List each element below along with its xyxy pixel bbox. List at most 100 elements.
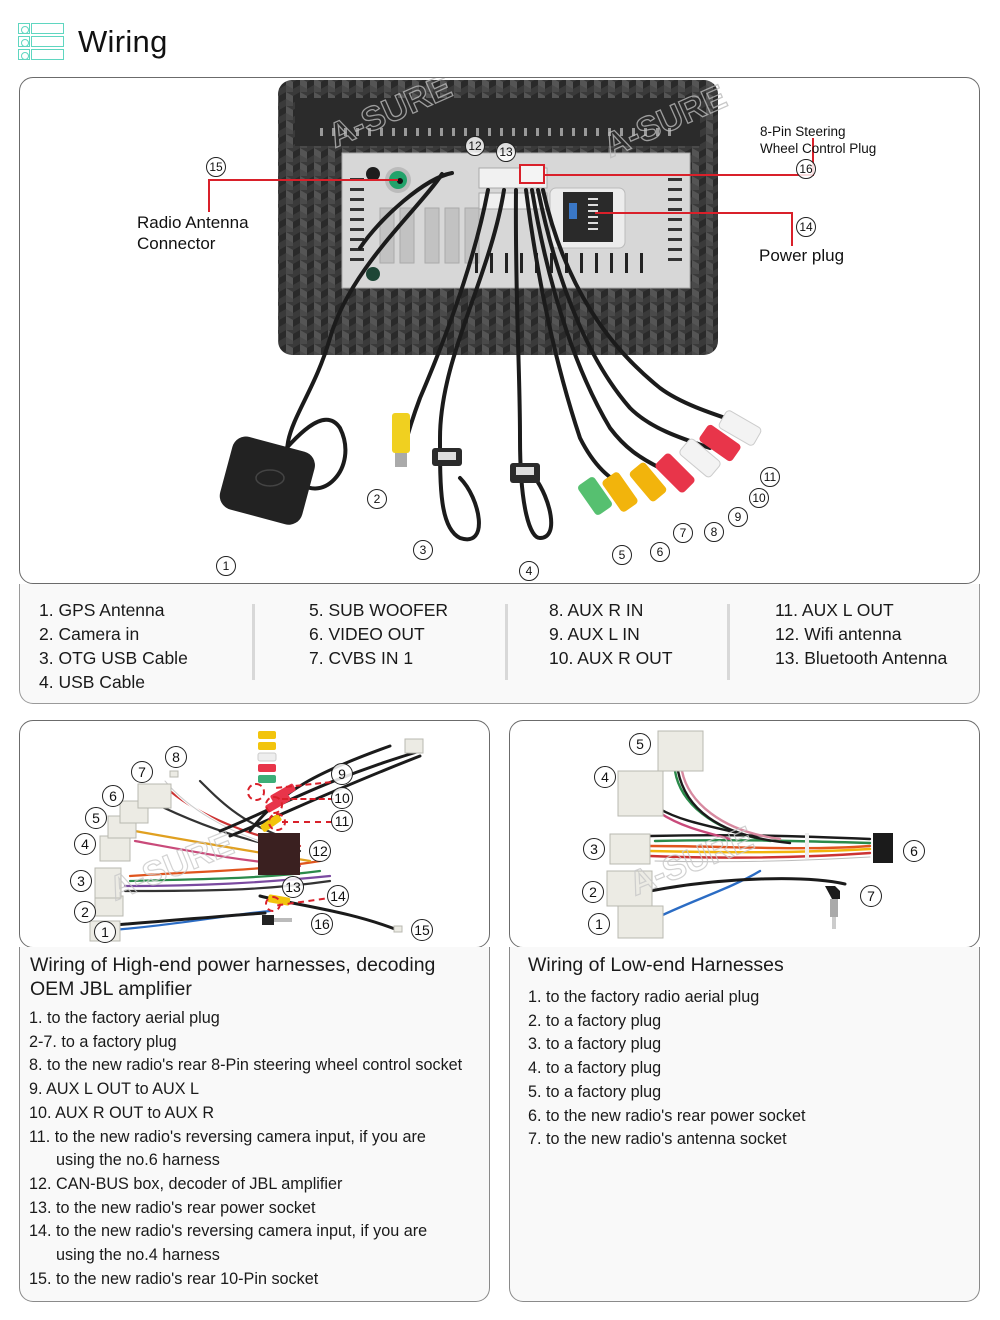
connector-3 [609,833,651,865]
dash-circle-14 [265,896,281,912]
marker-14: 14 [327,885,349,907]
connector-2 [606,870,653,907]
list-item: 13. to the new radio's rear power socket [29,1198,316,1217]
dash-circle-9 [247,783,265,801]
list-item: 2. to a factory plug [528,1011,662,1030]
connector-4 [99,835,131,862]
callout-line-steering-plug-vertical [812,138,814,176]
connector-3 [94,867,122,899]
marker-16: 16 [311,913,333,935]
list-item: 3. to a factory plug [528,1035,662,1054]
connector-7 [137,783,172,809]
marker-15: 15 [206,157,226,177]
marker-11: 11 [760,467,780,487]
callout-line-power-plug [595,212,793,214]
legend-divider [505,604,508,680]
legend-divider [252,604,255,680]
callout-line-radio-antenna-vertical [208,179,210,212]
list-item: 1. to the factory radio aerial plug [528,988,760,1006]
callout-line-power-plug-vertical [791,212,793,246]
legend-item: 2. Camera in [39,624,140,644]
marker-12: 12 [465,136,485,156]
dash-line-10 [282,798,334,800]
marker-4: 4 [594,766,616,788]
marker-13: 13 [282,876,304,898]
marker-7: 7 [860,885,882,907]
legend-column-2: 5. SUB WOOFER 6. VIDEO OUT 7. CVBS IN 1 [309,598,448,670]
radio-antenna-label: Radio Antenna Connector [137,213,249,253]
marker-9: 9 [728,507,748,527]
camera-rca-plug [392,413,410,453]
steering-plug-label: 8-Pin Steering Wheel Control Plug [760,124,877,156]
steering-plug-socket [519,164,545,184]
low-end-list: 1. to the factory radio aerial plug 2. t… [528,986,806,1152]
high-end-harness-diagram: A-SURE 1 2 3 4 5 6 7 8 9 10 11 12 13 14 … [19,720,490,948]
marker-2: 2 [582,881,604,903]
marker-5: 5 [629,733,651,755]
legend-item: 8. AUX R IN [549,600,644,620]
high-end-heading: Wiring of High-end power harnesses, deco… [30,954,436,1000]
marker-1: 1 [588,913,610,935]
marker-4: 4 [519,561,539,581]
marker-9: 9 [331,763,353,785]
marker-5: 5 [612,545,632,565]
page-header: Wiring [18,22,168,62]
legend-item: 4. USB Cable [39,672,146,692]
marker-1: 1 [216,556,236,576]
list-item: 5. to a factory plug [528,1082,662,1101]
marker-1: 1 [94,921,116,943]
list-item: 9. AUX L OUT to AUX L [29,1080,200,1099]
marker-6: 6 [102,785,124,807]
legend-item: 7. CVBS IN 1 [309,648,414,668]
marker-7: 7 [673,523,693,543]
list-item: 1. to the factory aerial plug [29,1009,220,1027]
high-end-list: 1. to the factory aerial plug 2-7. to a … [29,1007,469,1291]
callout-line-steering-plug [544,174,814,176]
connector-8 [169,770,179,778]
list-item: 14. to the new radio's reversing camera … [29,1222,428,1265]
list-item: 12. CAN-BUS box, decoder of JBL amplifie… [29,1174,343,1193]
legend-item: 5. SUB WOOFER [309,600,449,620]
gps-antenna-puck [219,436,315,525]
antenna-plug-angle [825,886,840,899]
marker-12: 12 [309,840,331,862]
list-item: 2-7. to a factory plug [29,1032,177,1051]
marker-3: 3 [413,540,433,560]
low-end-harness-diagram: A-SURE 1 2 3 4 5 6 7 [509,720,980,948]
list-item: 10. AUX R OUT to AUX R [29,1103,215,1122]
legend-item: 1. GPS Antenna [39,600,165,620]
power-connector-6 [873,833,893,863]
list-item: 6. to the new radio's rear power socket [528,1106,806,1125]
marker-13: 13 [496,142,516,162]
legend-column-3: 8. AUX R IN 9. AUX L IN 10. AUX R OUT [549,598,673,670]
marker-10: 10 [331,787,353,809]
marker-5: 5 [85,807,107,829]
legend-item: 13. Bluetooth Antenna [775,648,948,668]
legend-item: 10. AUX R OUT [549,648,673,668]
can-bus-box [258,833,300,875]
legend-column-1: 1. GPS Antenna 2. Camera in 3. OTG USB C… [39,598,188,694]
legend-divider [727,604,730,680]
low-end-heading: Wiring of Low-end Harnesses [528,954,784,976]
marker-3: 3 [70,870,92,892]
dash-circle-11 [268,813,286,831]
radio-rear-illustration: A-SURE A-SURE [219,78,762,542]
legend-item: 3. OTG USB Cable [39,648,188,668]
marker-15: 15 [411,919,433,941]
dash-circle-10 [265,796,283,814]
legend-item: 12. Wifi antenna [775,624,902,644]
high-end-description: Wiring of High-end power harnesses, deco… [19,947,490,1302]
legend-column-4: 11. AUX L OUT 12. Wifi antenna 13. Bluet… [775,598,947,670]
dash-line-11 [282,821,332,823]
marker-7: 7 [131,761,153,783]
marker-8: 8 [704,522,724,542]
svg-text:A-SURE: A-SURE [624,819,759,903]
marker-16: 16 [796,159,816,179]
marker-8: 8 [165,746,187,768]
low-end-description: Wiring of Low-end Harnesses 1. to the fa… [509,947,980,1302]
marker-2: 2 [367,489,387,509]
connector-1 [617,905,664,939]
marker-6: 6 [650,542,670,562]
marker-2: 2 [74,901,96,923]
legend-item: 11. AUX L OUT [775,600,894,620]
